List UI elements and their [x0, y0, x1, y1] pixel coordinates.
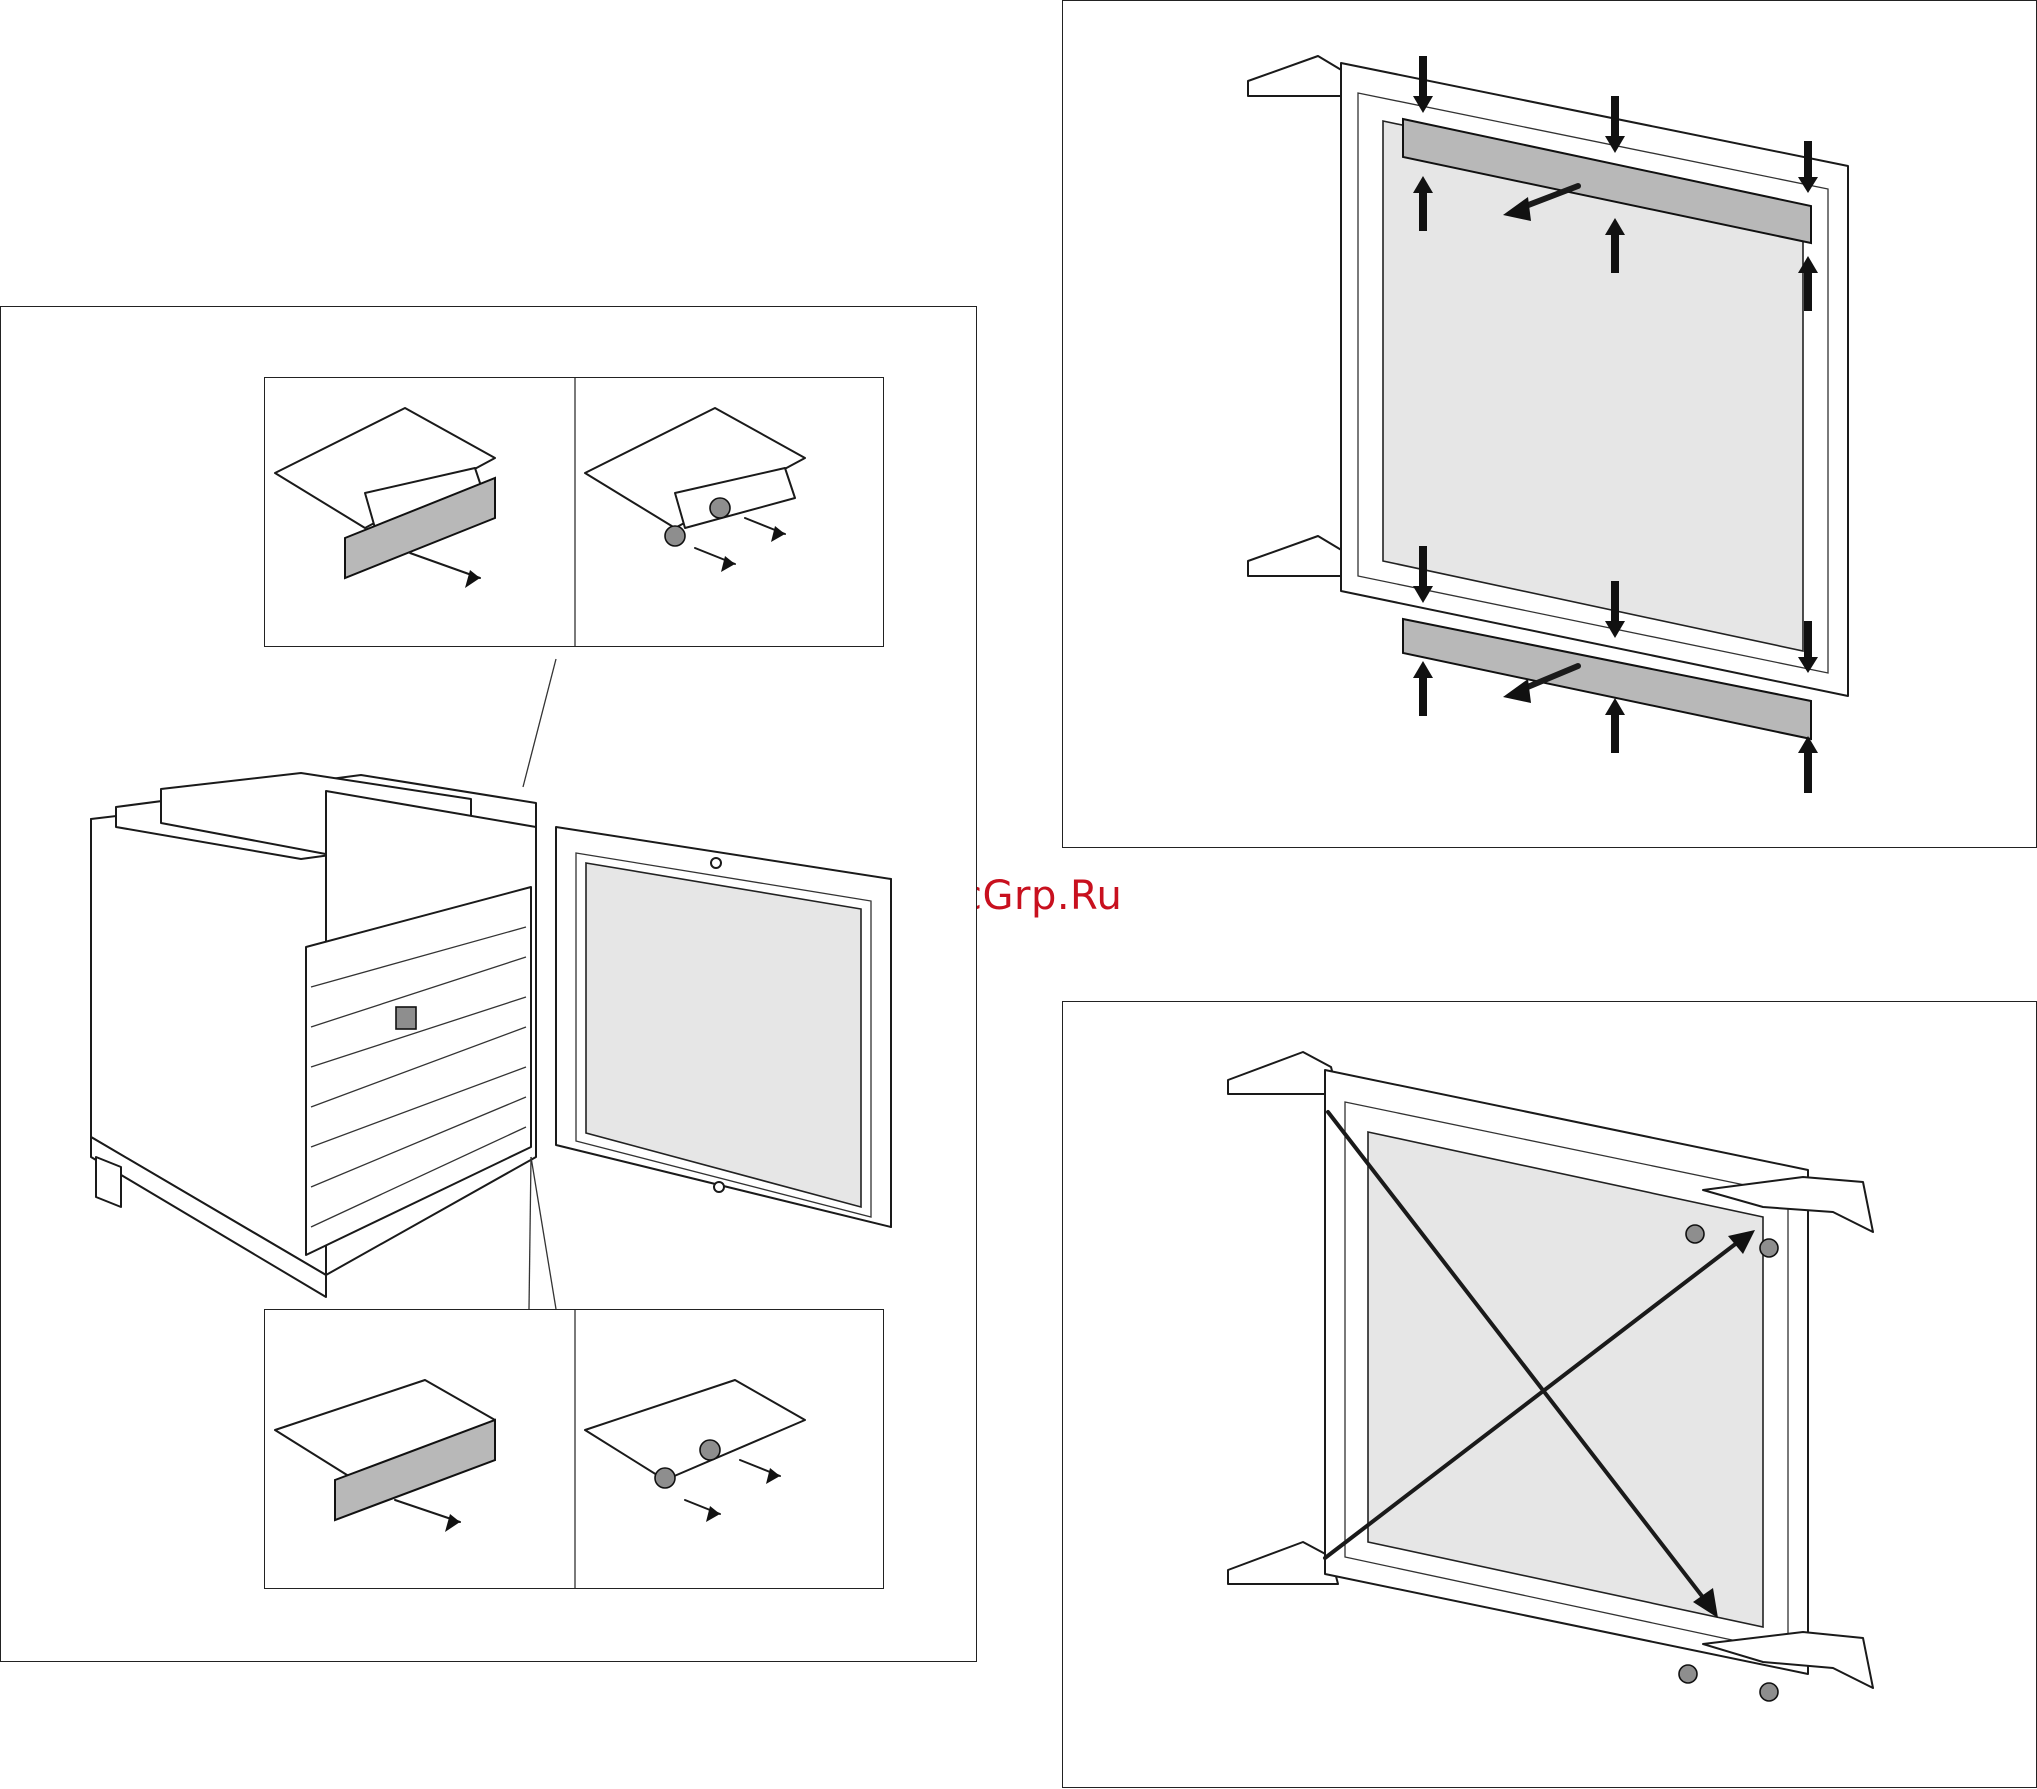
door-hinge-alignment-panel: [1062, 1001, 2037, 1788]
main-appliance-panel: [0, 306, 977, 1662]
door-strip-removal-icon: [1063, 1, 2037, 849]
bottom-hinge-inset: [264, 1309, 884, 1589]
top-hinge-inset: [264, 377, 884, 647]
door-cover-strips-panel: [1062, 0, 2037, 848]
door-diagonal-icon: [1063, 1002, 2037, 1789]
